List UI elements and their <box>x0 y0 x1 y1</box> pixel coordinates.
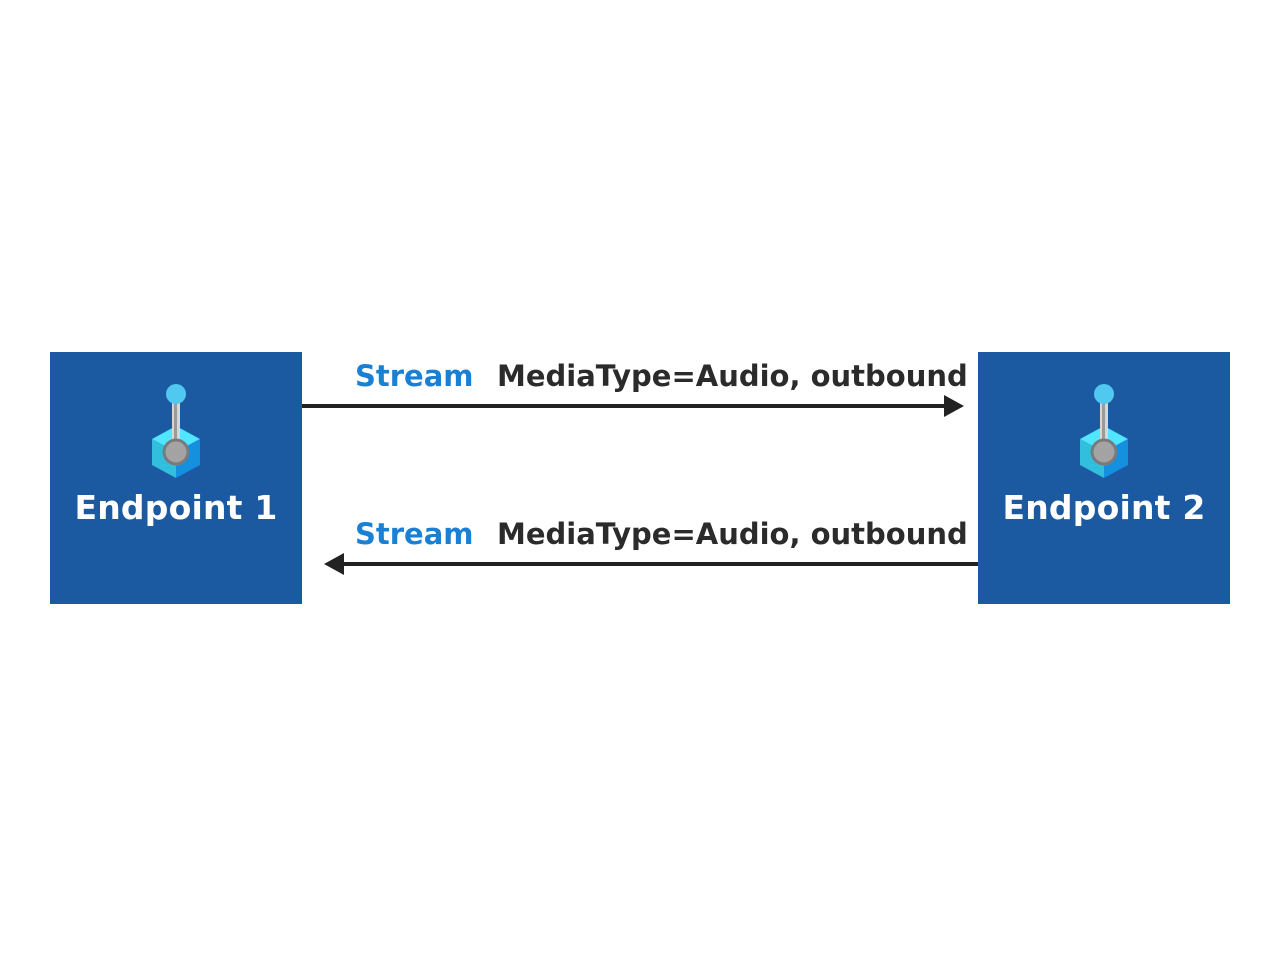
stream-label-outbound-2: Stream <box>355 517 474 551</box>
endpoint-1-label: Endpoint 1 <box>74 488 278 527</box>
stream-label-outbound-1: Stream <box>355 359 474 393</box>
endpoint-1-box[interactable]: Endpoint 1 <box>50 352 302 604</box>
endpoint-2-label: Endpoint 2 <box>1002 488 1206 527</box>
endpoint-2-box[interactable]: Endpoint 2 <box>978 352 1230 604</box>
arrow-endpoint2-to-endpoint1 <box>324 553 978 575</box>
arrow-endpoint1-to-endpoint2 <box>302 395 964 417</box>
endpoint-icon <box>1080 384 1128 478</box>
endpoint-icon <box>152 384 200 478</box>
media-type-label-outbound-1: MediaType=Audio, outbound <box>497 359 968 393</box>
media-type-label-outbound-2: MediaType=Audio, outbound <box>497 517 968 551</box>
